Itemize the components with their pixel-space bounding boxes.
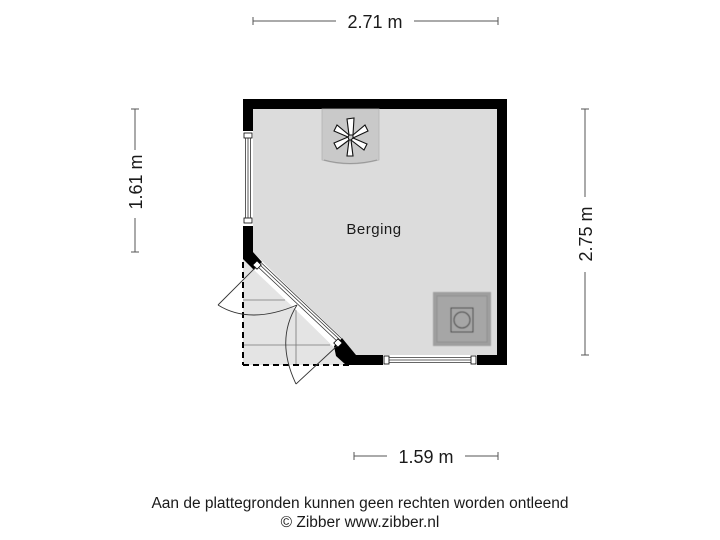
dimension-top-label: 2.71 m xyxy=(347,12,402,32)
room-label: Berging xyxy=(346,221,401,238)
fan-unit xyxy=(321,108,380,165)
dimension-bottom xyxy=(353,452,499,460)
dimension-left-label: 1.61 m xyxy=(126,154,146,209)
dimension-right xyxy=(581,108,589,356)
copyright-text: © Zibber www.zibber.nl xyxy=(280,514,440,531)
dimension-left xyxy=(131,108,139,253)
fan-icon xyxy=(333,117,369,157)
disclaimer-text: Aan de plattegronden kunnen geen rechten… xyxy=(151,495,569,512)
boiler xyxy=(433,292,491,346)
window-left xyxy=(243,131,253,226)
double-door xyxy=(217,260,343,385)
dimension-top xyxy=(252,17,499,25)
dimension-bottom-label: 1.59 m xyxy=(398,447,453,467)
window-bottom xyxy=(383,355,477,365)
boiler-icon xyxy=(450,307,474,333)
dimension-right-label: 2.75 m xyxy=(576,206,596,261)
